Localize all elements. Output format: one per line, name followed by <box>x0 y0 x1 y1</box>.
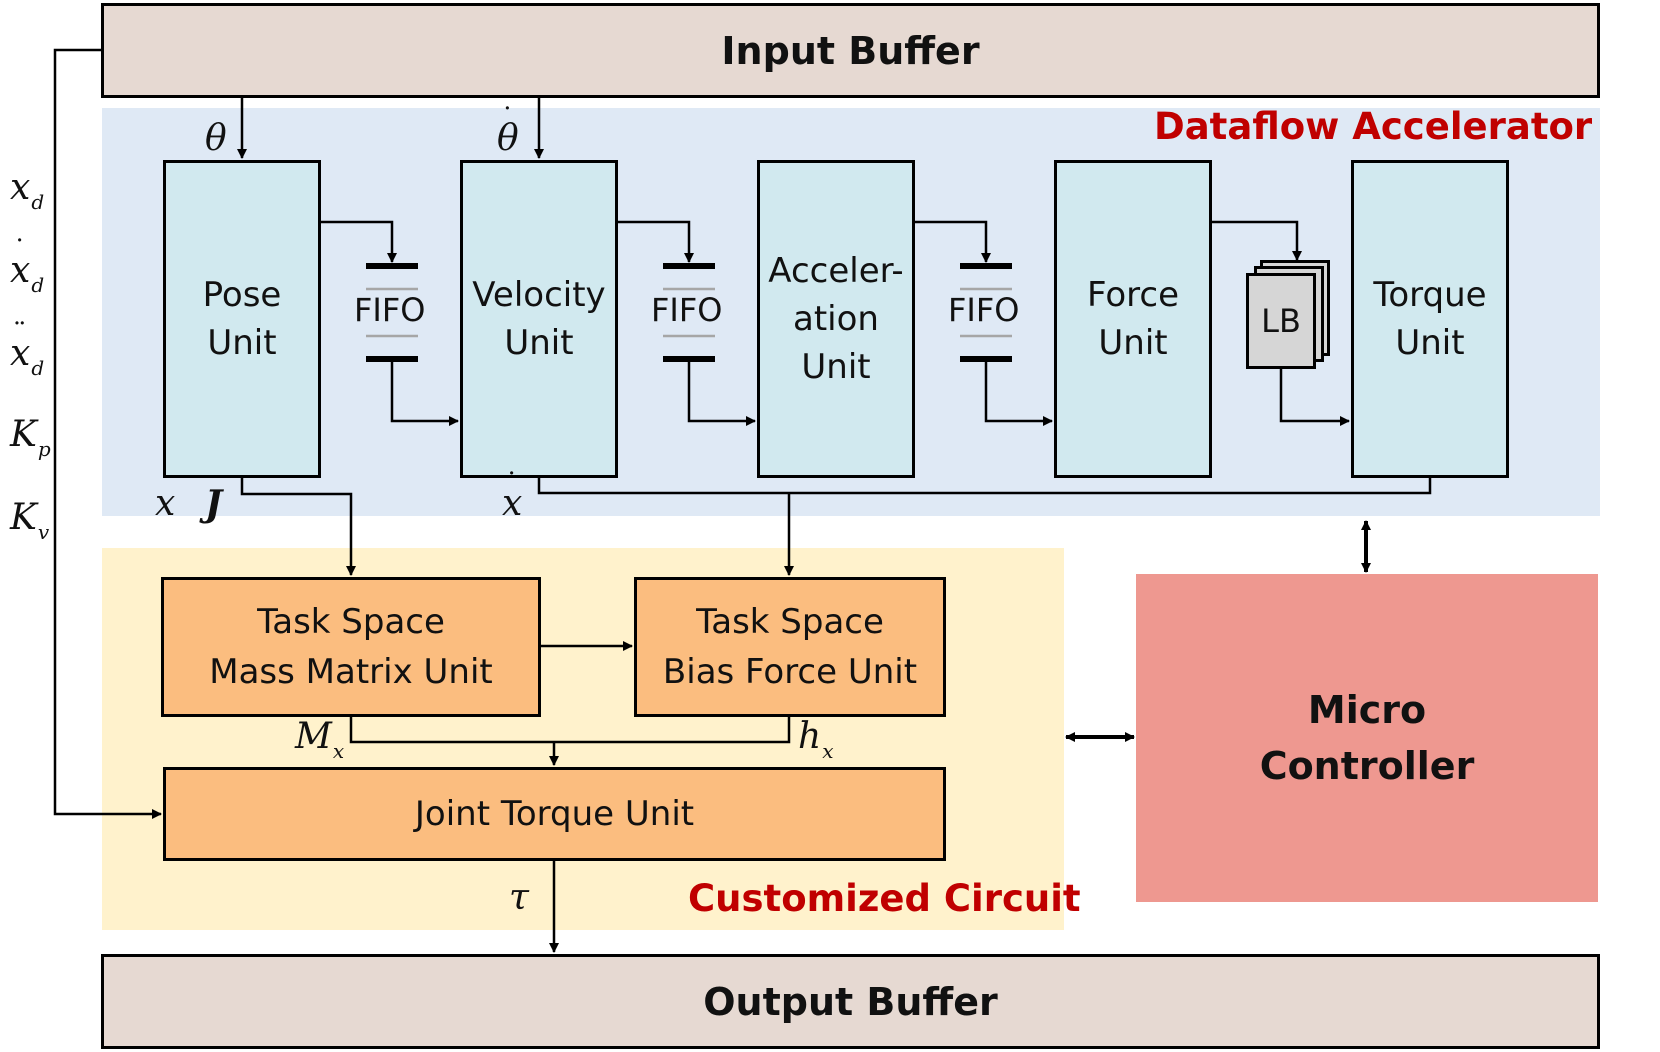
tau-label: τ <box>509 877 529 918</box>
task-space-mass-matrix-unit: Task Space Mass Matrix Unit <box>161 577 541 717</box>
fifo1-to-velocity <box>390 362 459 426</box>
fifo-label-1: FIFO <box>354 291 426 329</box>
fifo3-to-force <box>984 362 1053 426</box>
left-input-xd-ddot: xd <box>10 333 44 380</box>
left-input-line <box>53 48 162 819</box>
pose-to-mass-matrix <box>240 478 356 576</box>
left-input-kv: Kv <box>10 497 50 544</box>
mx-hx-merge <box>349 717 791 744</box>
input-buffer: Input Buffer <box>101 3 1600 98</box>
lb-to-torque <box>1279 369 1350 426</box>
jacobian-label: J <box>205 483 223 525</box>
velocity-to-fifo2 <box>618 220 694 263</box>
velocity-unit: Velocity Unit <box>460 160 618 478</box>
line-buffer: LB <box>1246 273 1316 369</box>
force-to-lb <box>1212 220 1302 261</box>
acceleration-unit: Acceler- ation Unit <box>757 160 915 478</box>
customized-circuit-title: Customized Circuit <box>688 877 1081 920</box>
pose-unit: Pose Unit <box>163 160 321 478</box>
left-input-kp: Kp <box>10 414 51 461</box>
force-unit: Force Unit <box>1054 160 1212 478</box>
theta-label: θ <box>205 118 227 159</box>
mass-matrix-output-label: Mx <box>295 716 345 763</box>
x-label: x <box>155 483 176 524</box>
theta-dot-label: θ <box>497 118 519 159</box>
output-buffer: Output Buffer <box>101 954 1600 1049</box>
joint-torque-unit: Joint Torque Unit <box>163 767 946 861</box>
dataflow-accelerator-title: Dataflow Accelerator <box>1154 105 1593 148</box>
x-dot-label: x <box>502 483 522 524</box>
fifo2-to-acceleration <box>687 362 756 426</box>
pose-to-fifo1 <box>321 220 397 263</box>
acceleration-to-fifo3 <box>915 220 991 263</box>
bias-force-output-label: hx <box>798 716 834 763</box>
fifo-label-3: FIFO <box>948 291 1020 329</box>
task-space-bias-force-unit: Task Space Bias Force Unit <box>634 577 946 717</box>
micro-controller: Micro Controller <box>1136 574 1598 902</box>
fifo-symbols <box>366 263 1012 362</box>
left-input-xd-dot: xd <box>10 250 44 297</box>
left-input-xd: xd <box>10 167 45 214</box>
xdot-bus <box>537 478 1432 495</box>
fifo-label-2: FIFO <box>651 291 723 329</box>
torque-unit: Torque Unit <box>1351 160 1509 478</box>
